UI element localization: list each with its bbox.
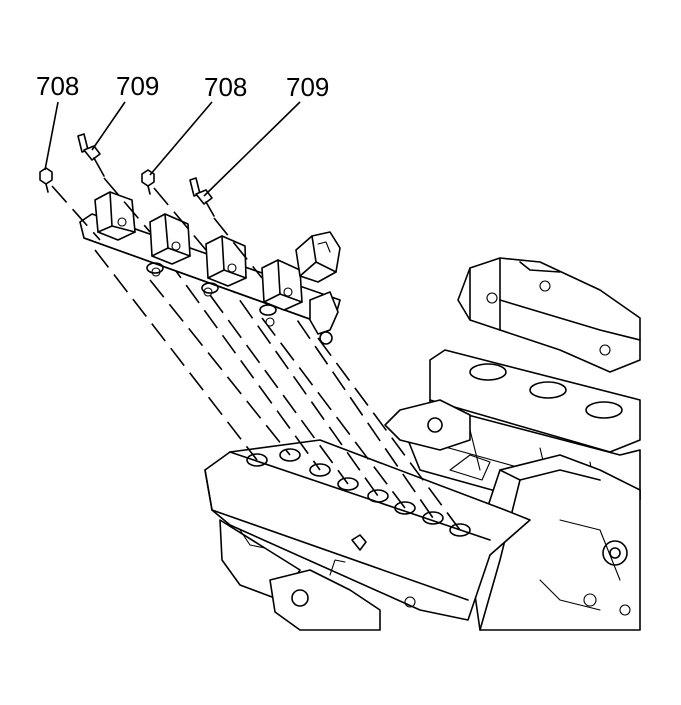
ignition-coil-4: [261, 259, 303, 311]
fastener-stud-1: [77, 133, 105, 177]
spark-plug-holes: [246, 448, 471, 537]
ignition-coil-3: [205, 235, 247, 287]
callout-labels: 708 709 708 709: [36, 71, 329, 102]
callout-label-709-right: 709: [286, 72, 329, 102]
callout-label-708-left: 708: [36, 71, 79, 101]
ignition-coil-2: [149, 213, 191, 265]
alignment-lines: [94, 249, 461, 531]
callout-leaders: [44, 101, 301, 197]
fastener-bolt-1: [39, 167, 53, 193]
fastener-stud-2: [189, 177, 215, 217]
engine-assembly: [204, 257, 641, 631]
callout-label-709-left: 709: [116, 71, 159, 101]
callout-label-708-right: 708: [204, 72, 247, 102]
ignition-coil-rail: [79, 191, 341, 345]
harness-connector: [151, 231, 341, 345]
ignition-coil-1: [94, 191, 136, 241]
